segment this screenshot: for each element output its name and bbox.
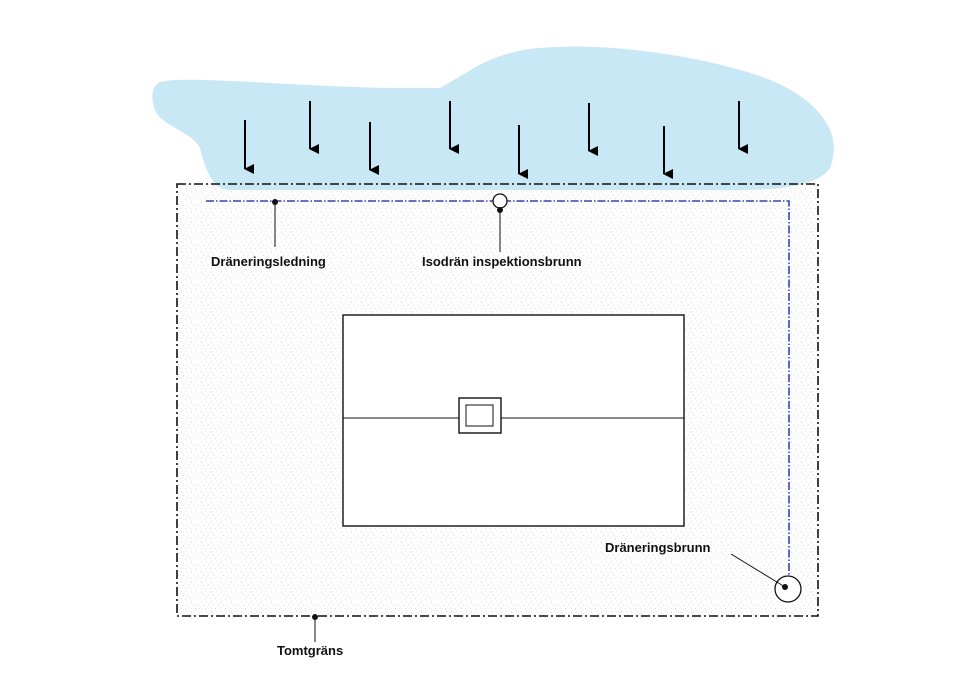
property-boundary-line xyxy=(176,183,819,617)
drainage-pipe xyxy=(206,200,790,585)
drain-pipe-label: Dräneringsledning xyxy=(211,254,326,269)
inspection-well-icon xyxy=(492,193,508,209)
surface-water-area xyxy=(152,46,834,191)
drain-well-icon xyxy=(774,575,802,603)
rain-arrows xyxy=(244,101,748,179)
drain-well-label: Dräneringsbrunn xyxy=(605,540,711,555)
building-chimney-inner xyxy=(465,404,494,427)
drain-well-leader-line xyxy=(730,553,786,588)
property-boundary-label: Tomtgräns xyxy=(277,643,344,658)
building-outline xyxy=(342,314,685,527)
inspection-well-label: Isodrän inspektionsbrunn xyxy=(422,254,582,269)
